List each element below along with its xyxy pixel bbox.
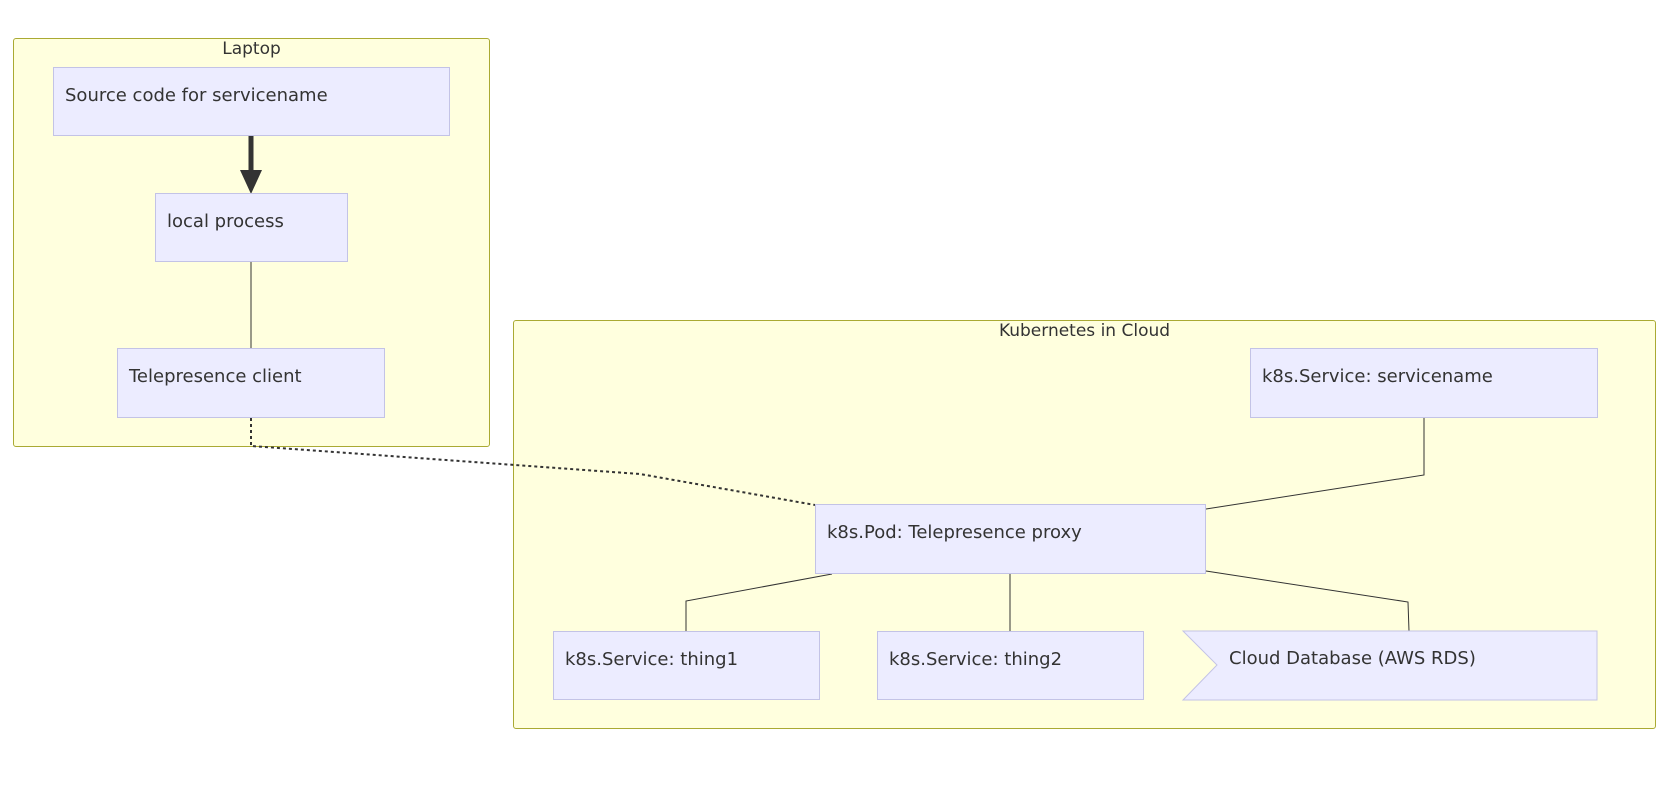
node-k8s-service-servicename-label: k8s.Service: servicename bbox=[1262, 366, 1493, 387]
node-k8s-service-thing2-label: k8s.Service: thing2 bbox=[889, 649, 1063, 670]
node-telepresence-client: Telepresence client bbox=[117, 348, 385, 418]
node-source-code: Source code for servicename bbox=[53, 67, 450, 136]
edge-proxy-to-thing1 bbox=[685, 573, 833, 631]
node-local-process: local process bbox=[155, 193, 348, 262]
edge-source-to-local-process-arrowhead bbox=[240, 170, 262, 194]
node-k8s-service-servicename: k8s.Service: servicename bbox=[1250, 348, 1598, 418]
kubernetes-cloud-cluster-title: Kubernetes in Cloud bbox=[998, 321, 1171, 341]
node-source-code-label: Source code for servicename bbox=[65, 85, 328, 106]
node-local-process-label: local process bbox=[167, 211, 284, 232]
node-k8s-pod-proxy: k8s.Pod: Telepresence proxy bbox=[815, 504, 1206, 574]
node-k8s-pod-proxy-label: k8s.Pod: Telepresence proxy bbox=[827, 522, 1082, 543]
node-cloud-database-label: Cloud Database (AWS RDS) bbox=[1229, 648, 1476, 669]
edge-servicename-to-proxy bbox=[1205, 418, 1425, 510]
laptop-cluster-title: Laptop bbox=[222, 39, 281, 59]
node-k8s-service-thing1: k8s.Service: thing1 bbox=[553, 631, 820, 700]
node-telepresence-client-label: Telepresence client bbox=[129, 366, 302, 387]
node-k8s-service-thing2: k8s.Service: thing2 bbox=[877, 631, 1144, 700]
node-k8s-service-thing1-label: k8s.Service: thing1 bbox=[565, 649, 739, 670]
edge-client-to-proxy bbox=[250, 418, 816, 506]
cloud-database-shape bbox=[1181, 630, 1598, 701]
edge-proxy-to-database bbox=[1205, 570, 1410, 632]
